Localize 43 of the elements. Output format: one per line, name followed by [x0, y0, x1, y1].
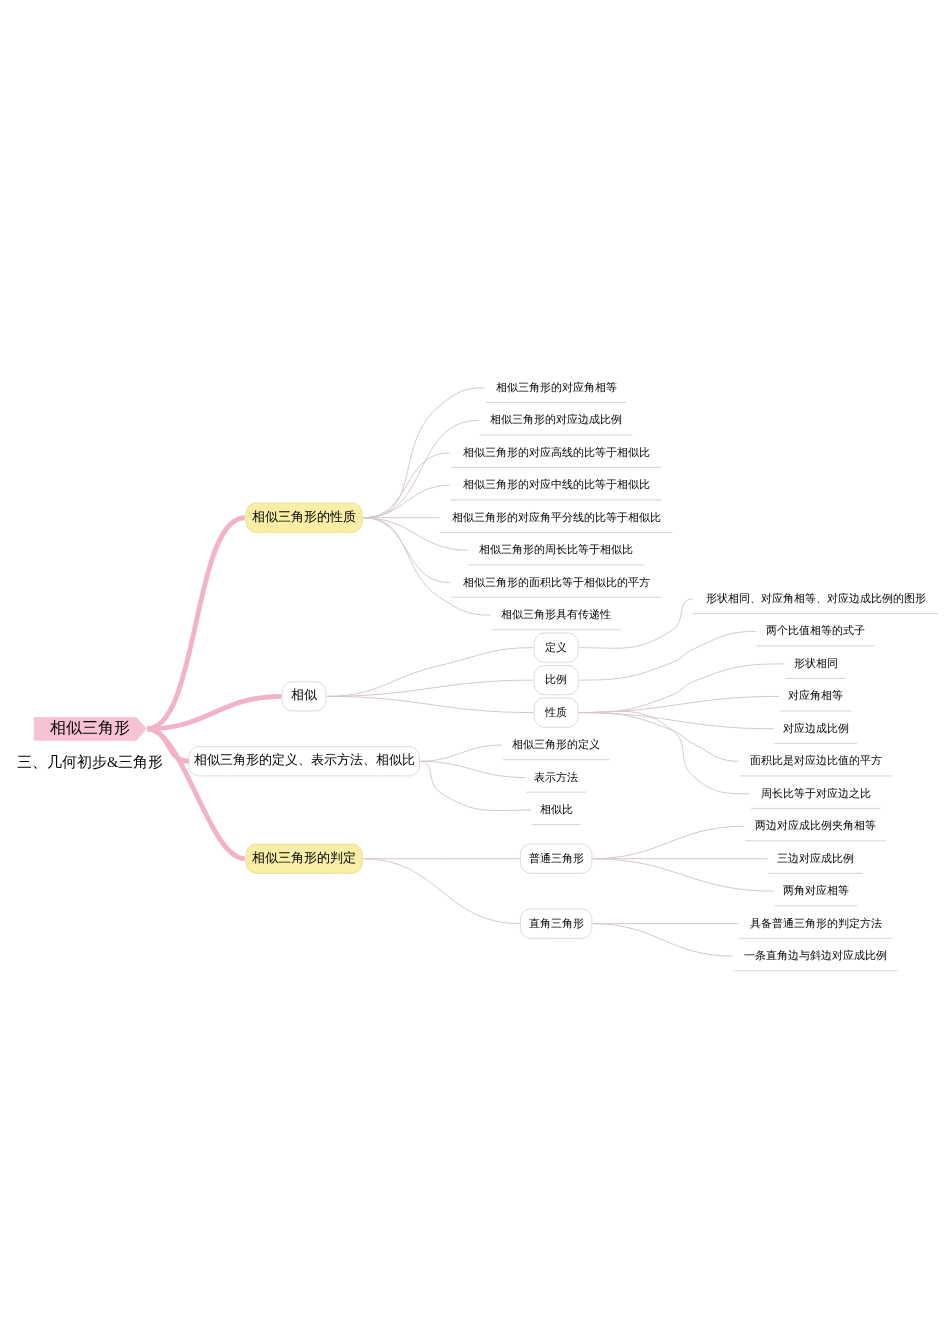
connector [362, 517, 491, 616]
node-text: 相似三角形具有传递性 [501, 607, 612, 622]
node-text: 周长比等于对应边之比 [760, 785, 871, 800]
node-text: 相似三角形的对应边成比例 [490, 412, 623, 427]
connector [326, 695, 534, 714]
node-text: 相似三角形的周长比等于相似比 [479, 542, 634, 557]
node-box: 普通三角形 [520, 843, 593, 874]
node-text: 形状相同、对应角相等、对应边成比例的图形 [705, 590, 926, 605]
node-text: 对应角相等 [788, 688, 844, 703]
node-text: 面积比是对应边比值的平方 [749, 753, 882, 768]
label: 三、几何初步&三角形 [17, 753, 164, 770]
node-text: 相似三角形的对应高线的比等于相似比 [462, 444, 650, 459]
node-text: 相似三角形的定义 [512, 737, 601, 752]
connector [362, 858, 521, 925]
node-box: 相似三角形的判定 [245, 843, 363, 874]
node-text: 相似比 [539, 802, 573, 817]
node-text: 具备普通三角形的判定方法 [749, 915, 882, 930]
node-text: 三边对应成比例 [777, 850, 855, 865]
connector [578, 598, 694, 649]
node-text: 形状相同 [793, 655, 838, 670]
connector [578, 710, 751, 795]
connector [592, 858, 774, 892]
node-text: 相似三角形的对应中线的比等于相似比 [462, 477, 650, 492]
node-box: 相似三角形的定义、表示方法、相似比 [188, 746, 420, 777]
node-text: 一条直角边与斜边对应成比例 [744, 948, 888, 963]
node-box: 比例 [533, 665, 579, 696]
node-box: 直角三角形 [520, 908, 593, 939]
node-text: 相似三角形的面积比等于相似比的平方 [462, 574, 650, 589]
node-text: 相似三角形的对应角相等 [495, 379, 617, 394]
node-box: 相似 [281, 681, 327, 712]
connector [146, 693, 282, 732]
node-text: 表示方法 [534, 769, 579, 784]
node-box: 性质 [533, 697, 579, 728]
node-text: 相似三角形的对应角平分线的比等于相似比 [451, 509, 661, 524]
node-text: 两个比值相等的式子 [766, 623, 866, 638]
node-box: 定义 [533, 632, 579, 663]
node-box: 相似三角形的性质 [245, 502, 363, 533]
node-text: 对应边成比例 [782, 720, 849, 735]
node-text: 两角对应相等 [782, 883, 849, 898]
node-text: 两边对应成比例夹角相等 [755, 818, 877, 833]
connector [592, 923, 734, 957]
connector [418, 760, 532, 811]
connector [578, 630, 756, 681]
